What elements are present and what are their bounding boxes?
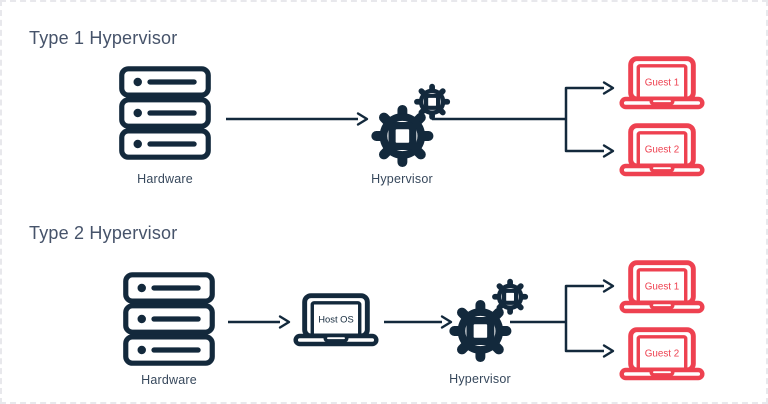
gears-icon-shape [454, 282, 525, 357]
arrow-fork-to-guest-2 [564, 119, 615, 158]
guest-1-laptop-icon: Guest 1 [619, 260, 705, 316]
guest-2-laptop-icon: Guest 2 [619, 123, 705, 179]
arrow-fork-to-guest-2 [564, 322, 615, 358]
server-icon-shape [126, 275, 212, 363]
hardware-label: Hardware [137, 172, 193, 186]
hypervisor-label: Hypervisor [449, 372, 511, 386]
hypervisor-label: Hypervisor [371, 172, 433, 186]
hypervisor-gears-icon [448, 277, 538, 367]
guest-2-laptop-icon: Guest 2 [619, 327, 705, 383]
type-1-section-title: Type 1 Hypervisor [29, 28, 178, 48]
host-os-laptop-icon: Host OS [293, 293, 379, 349]
guest-1-label: Guest 1 [645, 282, 679, 293]
server-icon-shape [122, 69, 208, 157]
arrow-fork-to-guest-1 [564, 81, 615, 119]
guest-2-label: Guest 2 [645, 145, 679, 156]
hardware-label: Hardware [141, 373, 197, 387]
guest-2-label: Guest 2 [645, 349, 679, 360]
type-2-section-title: Type 2 Hypervisor [29, 223, 178, 243]
guest-1-label: Guest 1 [645, 78, 679, 89]
hypervisor-gears-icon [370, 82, 460, 172]
guest-1-laptop-icon: Guest 1 [619, 56, 705, 112]
arrow-fork-to-guest-1 [564, 279, 615, 322]
hardware-server-icon [122, 272, 216, 366]
gears-icon-shape [376, 87, 447, 162]
host-os-label: Host OS [318, 314, 353, 325]
hardware-server-icon [118, 66, 212, 160]
